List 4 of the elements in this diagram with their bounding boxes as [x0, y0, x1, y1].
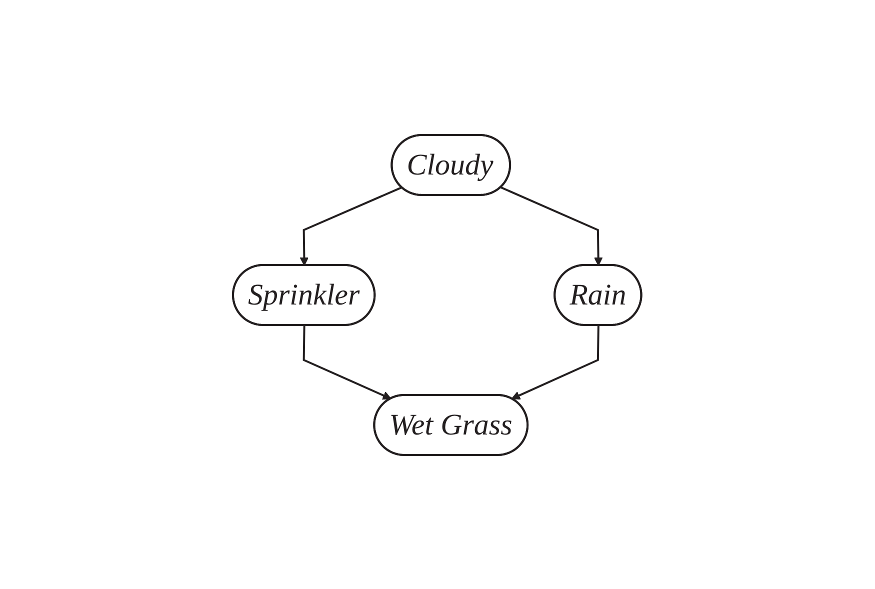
arrow [303, 324, 392, 400]
arrow [300, 186, 403, 266]
arrow [500, 186, 604, 266]
arrow [512, 324, 600, 400]
